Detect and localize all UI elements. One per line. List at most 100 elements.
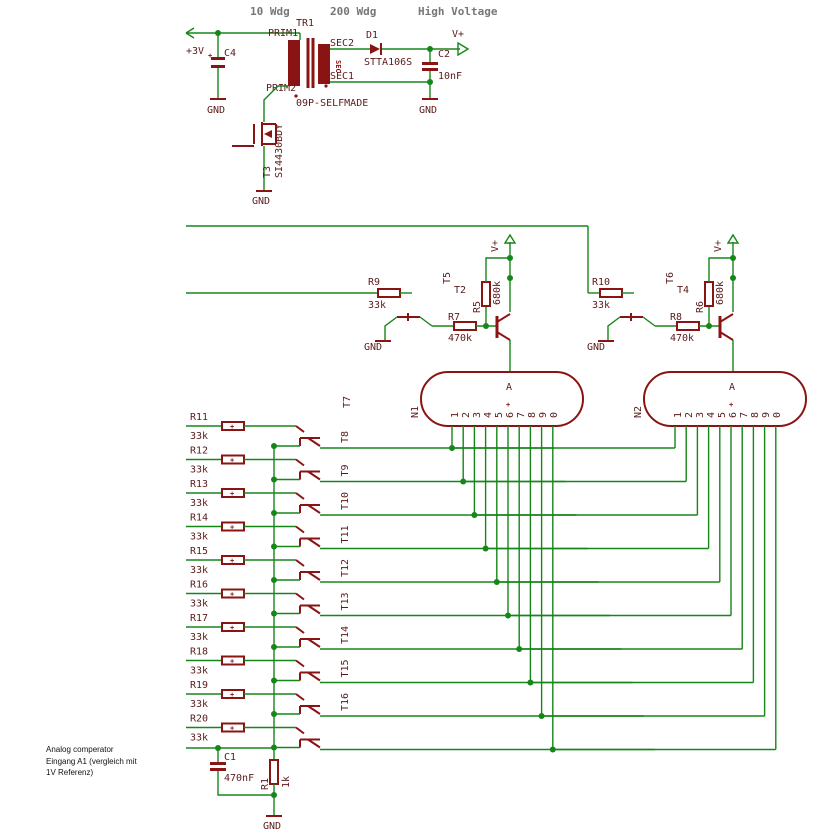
tube-2-pin-label: 8 [750, 412, 761, 418]
tube-2-pin-label: 0 [772, 412, 783, 418]
vin-label: +3V [186, 46, 204, 57]
c1-capacitor-icon [210, 762, 226, 765]
resistor-label: R19 [190, 680, 208, 691]
heading-high-voltage: High Voltage [418, 5, 498, 18]
mosfet-t3-icon [264, 130, 272, 138]
transformer-secondary-winding [318, 44, 330, 84]
resistor-value: 33k [190, 565, 208, 576]
r8-label: R8 [670, 312, 682, 323]
svg-text:+: + [230, 524, 234, 532]
t7-label: T7 [342, 396, 353, 408]
cathode-row: + R20 33k [186, 426, 777, 753]
r5-value: 680k [492, 281, 503, 305]
resistor-label: R12 [190, 446, 208, 457]
svg-text:+: + [230, 423, 234, 431]
tube-1-pin-label: 2 [461, 412, 472, 418]
n2-anode-label: A [729, 382, 735, 393]
svg-text:+: + [230, 624, 234, 632]
tube-1-pin-label: 4 [483, 412, 494, 418]
resistor-value: 33k [190, 599, 208, 610]
r9-value: 33k [368, 300, 386, 311]
r1-label: R1 [260, 778, 271, 790]
input-network: C1 470nF R1 1k GND Analog comperator Ein… [46, 745, 292, 832]
diode-d1-icon [370, 44, 380, 54]
r6-label: R6 [695, 301, 706, 313]
t6-label: T6 [665, 272, 676, 284]
r8-resistor [676, 321, 700, 331]
tube-2-pin-label: 5 [717, 412, 728, 418]
resistor-label: R20 [190, 714, 208, 725]
tube-2-pin-label: 6 [728, 412, 739, 418]
r1-value: 1k [281, 776, 292, 788]
tube-1-pin-label: 3 [472, 412, 483, 418]
c1-value: 470nF [224, 773, 254, 784]
r7-label: R7 [448, 312, 460, 323]
tube-1-pin-label: 8 [527, 412, 538, 418]
tube-2-pin-label: 1 [673, 412, 684, 418]
gnd-label-t6: GND [587, 342, 605, 353]
vplus-arrow-right-icon [726, 233, 740, 244]
n2-label: N2 [633, 406, 644, 418]
cathode-row: + R12 33k T9 [186, 426, 687, 485]
vplus-label-right: V+ [713, 240, 724, 252]
gnd-label-c2: GND [419, 105, 437, 116]
c4-label: C4 [224, 48, 236, 59]
resistor-value: 33k [190, 733, 208, 744]
tube-2-pin-label: 7 [739, 412, 750, 418]
c2-label: C2 [438, 49, 450, 60]
d1-value: STTA106S [364, 57, 412, 68]
resistor-label: R18 [190, 647, 208, 658]
resistor-label: R17 [190, 613, 208, 624]
tube-1-pin-label: 6 [505, 412, 516, 418]
c2-value: 10nF [438, 71, 462, 82]
tube-2-pin-label: 2 [684, 412, 695, 418]
transistor-label: T14 [340, 626, 351, 644]
svg-text:+: + [230, 691, 234, 699]
svg-text:+: + [230, 658, 234, 666]
vplus-arrow-icon [457, 41, 470, 57]
anode-drivers: R9 33k GND R7 470k R5 680k T5 T2 V+ R10 [186, 225, 740, 372]
transistor-label: T9 [340, 464, 351, 476]
r6-value: 680k [715, 281, 726, 305]
resistor-value: 33k [190, 632, 208, 643]
t4-label: T4 [677, 285, 689, 296]
r9-label: R9 [368, 277, 380, 288]
r10-label: R10 [592, 277, 610, 288]
transistor-label: T11 [340, 525, 351, 543]
vplus-label-top: V+ [452, 29, 464, 40]
sec-label: SEC [334, 60, 342, 73]
c2-capacitor-icon [422, 62, 438, 65]
r9-resistor [377, 288, 401, 298]
tube-2-pin-label: 4 [706, 412, 717, 418]
r10-value: 33k [592, 300, 610, 311]
resistor-value: 33k [190, 465, 208, 476]
transistor-label: T10 [340, 492, 351, 510]
svg-text:+: + [230, 557, 234, 565]
svg-text:+: + [506, 401, 510, 409]
n1-label: N1 [410, 406, 421, 418]
tr1-label: TR1 [296, 18, 314, 29]
heading-secondary-windings: 200 Wdg [330, 5, 376, 18]
tube-1-pin-label: 0 [549, 412, 560, 418]
tube-1-pin-label: 7 [516, 412, 527, 418]
vplus-arrow-left-icon [503, 233, 517, 244]
tube-2-pin-label: 3 [695, 412, 706, 418]
sec2-label: SEC2 [330, 38, 354, 49]
transformer-primary-winding [288, 40, 300, 86]
tube-1-pin-label: 5 [494, 412, 505, 418]
tube-2-pin-label: 9 [761, 412, 772, 418]
transformer-value: 09P-SELFMADE [296, 98, 368, 109]
r10-resistor [599, 288, 623, 298]
t5-label: T5 [442, 272, 453, 284]
t3-label: T3 [262, 166, 273, 178]
vplus-label-left: V+ [490, 240, 501, 252]
transistor-label: T16 [340, 693, 351, 711]
resistor-value: 33k [190, 498, 208, 509]
